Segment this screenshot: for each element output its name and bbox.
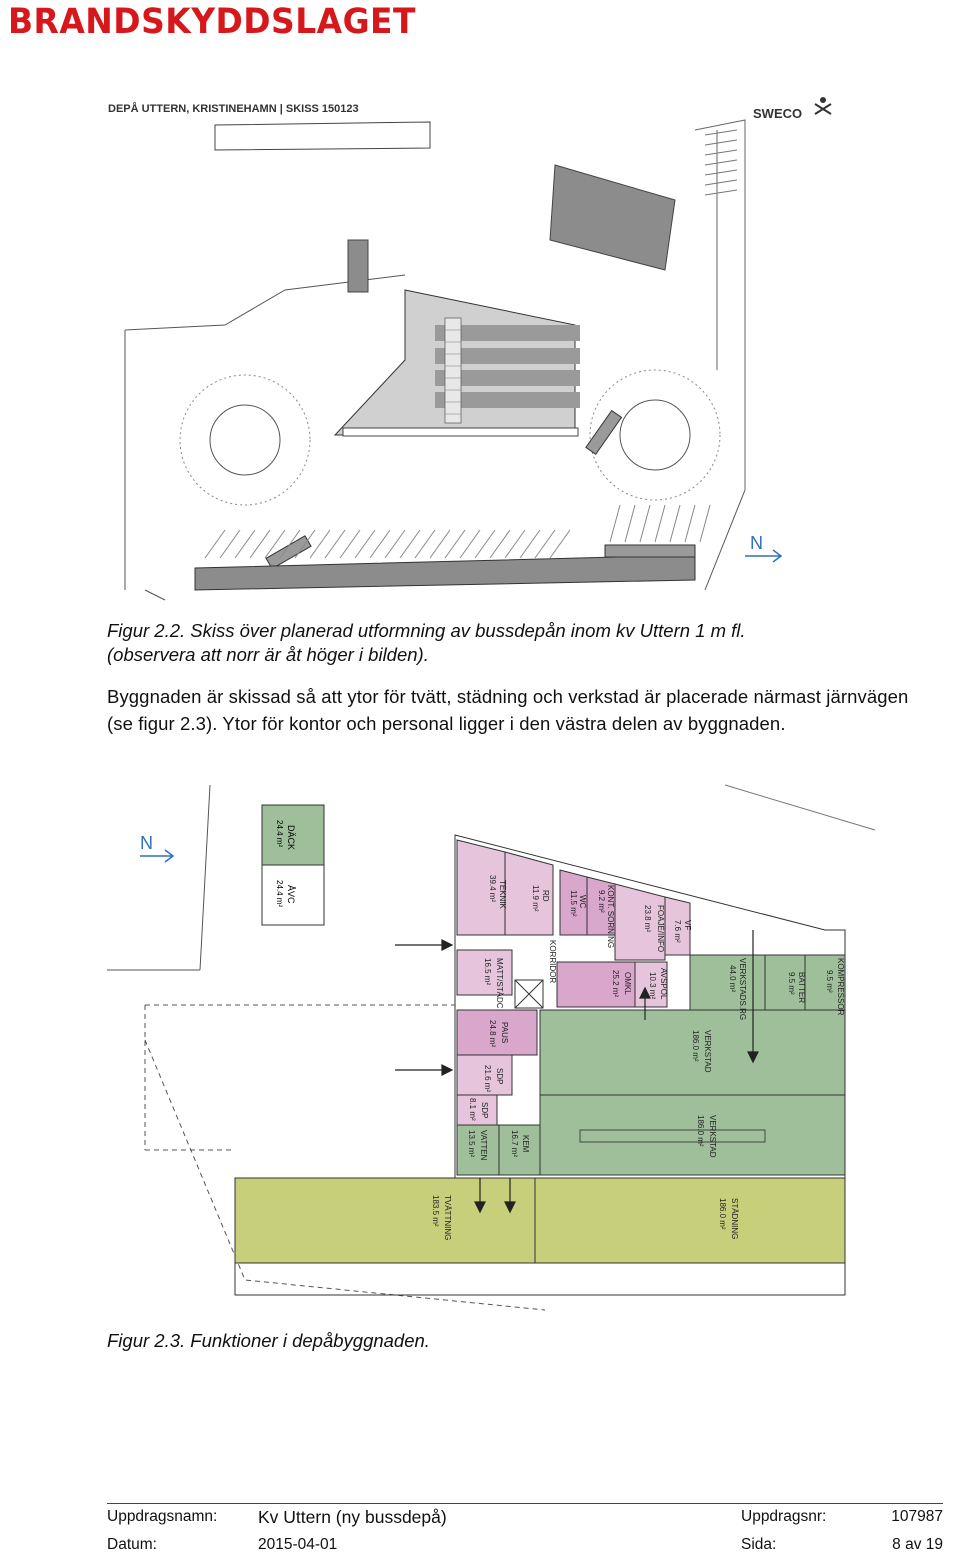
svg-text:16.7 m²: 16.7 m² bbox=[510, 1130, 519, 1157]
uppdragsnr-value: 107987 bbox=[891, 1508, 943, 1525]
room-sdp1 bbox=[456, 1054, 513, 1096]
svg-text:TVÄTTNING: TVÄTTNING bbox=[443, 1195, 452, 1240]
svg-text:21.6 m²: 21.6 m² bbox=[483, 1065, 492, 1092]
uppdragsnr-label: Uppdragsnr: bbox=[741, 1508, 827, 1525]
svg-text:VERKSTAD: VERKSTAD bbox=[708, 1115, 717, 1158]
svg-text:KEM: KEM bbox=[521, 1135, 530, 1153]
svg-text:VERKSTADS.RG: VERKSTADS.RG bbox=[738, 958, 747, 1020]
svg-text:VATTEN: VATTEN bbox=[479, 1130, 488, 1161]
room-kompressor bbox=[804, 954, 846, 1011]
wash-bays bbox=[435, 325, 580, 408]
site-plan-title: DEPÅ UTTERN, KRISTINEHAMN | SKISS 150123 bbox=[108, 102, 359, 115]
svg-text:FOAJÉ/INFO: FOAJÉ/INFO bbox=[656, 905, 665, 952]
north-arrow-2: N bbox=[140, 833, 175, 863]
svg-text:VERKSTAD: VERKSTAD bbox=[703, 1030, 712, 1073]
svg-text:ÅVC: ÅVC bbox=[286, 885, 296, 904]
svg-text:13.5 m²: 13.5 m² bbox=[467, 1130, 476, 1157]
svg-text:DÄCK: DÄCK bbox=[286, 825, 296, 850]
sweco-logo: SWECO bbox=[753, 97, 832, 121]
svg-text:44.0 m²: 44.0 m² bbox=[728, 965, 737, 992]
roundabout-right bbox=[619, 399, 691, 471]
svg-text:9.5 m²: 9.5 m² bbox=[825, 970, 834, 993]
existing-building bbox=[549, 164, 676, 271]
uppdragsnamn-value: Kv Uttern (ny bussdepå) bbox=[258, 1507, 447, 1527]
svg-text:10.3 m²: 10.3 m² bbox=[648, 972, 657, 999]
room-avspol bbox=[634, 961, 668, 1008]
svg-text:RD: RD bbox=[541, 890, 550, 902]
datum-label: Datum: bbox=[107, 1536, 157, 1553]
svg-text:186.0 m²: 186.0 m² bbox=[696, 1115, 705, 1147]
room-matt bbox=[456, 949, 513, 996]
svg-text:39.4 m²: 39.4 m² bbox=[488, 875, 497, 902]
svg-text:7.6 m²: 7.6 m² bbox=[673, 920, 682, 943]
svg-text:SDP: SDP bbox=[480, 1102, 489, 1118]
svg-text:KORRIDOR: KORRIDOR bbox=[548, 940, 557, 983]
svg-text:8.1 m²: 8.1 m² bbox=[468, 1098, 477, 1121]
sida-value: 8 av 19 bbox=[892, 1536, 943, 1553]
room-verkstad2 bbox=[539, 1094, 846, 1176]
svg-text:PAUS: PAUS bbox=[500, 1022, 509, 1043]
grid-area bbox=[444, 317, 462, 424]
svg-text:183.5 m²: 183.5 m² bbox=[431, 1195, 440, 1227]
svg-text:KOMPRESSOR: KOMPRESSOR bbox=[836, 958, 845, 1016]
room-vatten bbox=[456, 1124, 500, 1176]
svg-text:MATT/STÄDC: MATT/STÄDC bbox=[495, 958, 504, 1009]
site-plan-figure: DEPÅ UTTERN, KRISTINEHAMN | SKISS 150123… bbox=[108, 97, 832, 601]
north-arrow-1: N bbox=[745, 533, 783, 563]
room-kem bbox=[498, 1124, 541, 1176]
svg-text:186.0 m²: 186.0 m² bbox=[691, 1030, 700, 1062]
svg-text:TEKNIK: TEKNIK bbox=[498, 880, 507, 910]
svg-text:24.4 m²: 24.4 m² bbox=[275, 820, 284, 847]
room-paus bbox=[456, 1009, 538, 1056]
datum-value: 2015-04-01 bbox=[258, 1536, 338, 1553]
svg-text:11.5 m²: 11.5 m² bbox=[569, 890, 578, 917]
room-stadning bbox=[534, 1177, 846, 1264]
uppdragsnamn-label: Uppdragsnamn: bbox=[107, 1508, 218, 1525]
svg-text:SDP: SDP bbox=[495, 1068, 504, 1084]
roundabout-left bbox=[209, 404, 281, 476]
svg-text:24.8 m²: 24.8 m² bbox=[488, 1020, 497, 1047]
svg-text:N: N bbox=[750, 533, 763, 553]
svg-text:25.2 m²: 25.2 m² bbox=[611, 970, 620, 997]
svg-text:BATTER: BATTER bbox=[797, 972, 806, 1003]
room-avc bbox=[261, 864, 325, 926]
figure2-caption: Figur 2.3. Funktioner i depåbyggnaden. bbox=[107, 1330, 430, 1351]
svg-text:WC: WC bbox=[578, 895, 587, 909]
svg-text:OMKL: OMKL bbox=[623, 972, 632, 995]
room-verkstad1 bbox=[539, 1009, 846, 1096]
svg-text:23.8 m²: 23.8 m² bbox=[643, 905, 652, 932]
figure1-caption-line1: Figur 2.2. Skiss över planerad utformnin… bbox=[107, 620, 746, 641]
room-tvattning bbox=[234, 1177, 536, 1264]
page-footer: Uppdragsnamn: Kv Uttern (ny bussdepå) Up… bbox=[107, 1503, 943, 1556]
svg-text:186.0 m²: 186.0 m² bbox=[718, 1198, 727, 1230]
room-omkl bbox=[556, 961, 636, 1008]
room-foaje bbox=[614, 883, 666, 961]
room-rd bbox=[504, 851, 554, 936]
svg-text:N: N bbox=[140, 833, 153, 853]
room-sdp2 bbox=[456, 1094, 498, 1126]
floor-plan-figure: N DÄCK 24.4 m² ÅVC 24.4 m² bbox=[107, 784, 876, 1311]
svg-text:SWECO: SWECO bbox=[753, 106, 802, 121]
room-verkstadsrg bbox=[689, 954, 766, 1011]
svg-text:24.4 m²: 24.4 m² bbox=[275, 880, 284, 907]
svg-text:VF: VF bbox=[683, 920, 692, 930]
svg-text:KONT. SORNING: KONT. SORNING bbox=[606, 885, 615, 948]
figure1-caption-line2: (observera att norr är åt höger i bilden… bbox=[107, 644, 429, 665]
small-building bbox=[347, 239, 369, 293]
brandskyddslaget-logo: BRANDSKYDDSLAGET bbox=[8, 2, 416, 42]
room-batter bbox=[764, 954, 806, 1011]
svg-text:9.5 m²: 9.5 m² bbox=[787, 972, 796, 995]
svg-text:STÄDNING: STÄDNING bbox=[730, 1198, 739, 1239]
sida-label: Sida: bbox=[741, 1536, 777, 1553]
body-paragraph: Byggnaden är skissad så att ytor för tvä… bbox=[107, 686, 909, 734]
svg-text:16.5 m²: 16.5 m² bbox=[483, 958, 492, 985]
svg-text:AVSPOL: AVSPOL bbox=[659, 968, 668, 1000]
svg-text:11.9 m²: 11.9 m² bbox=[531, 885, 540, 912]
svg-text:9.2 m²: 9.2 m² bbox=[597, 890, 606, 913]
